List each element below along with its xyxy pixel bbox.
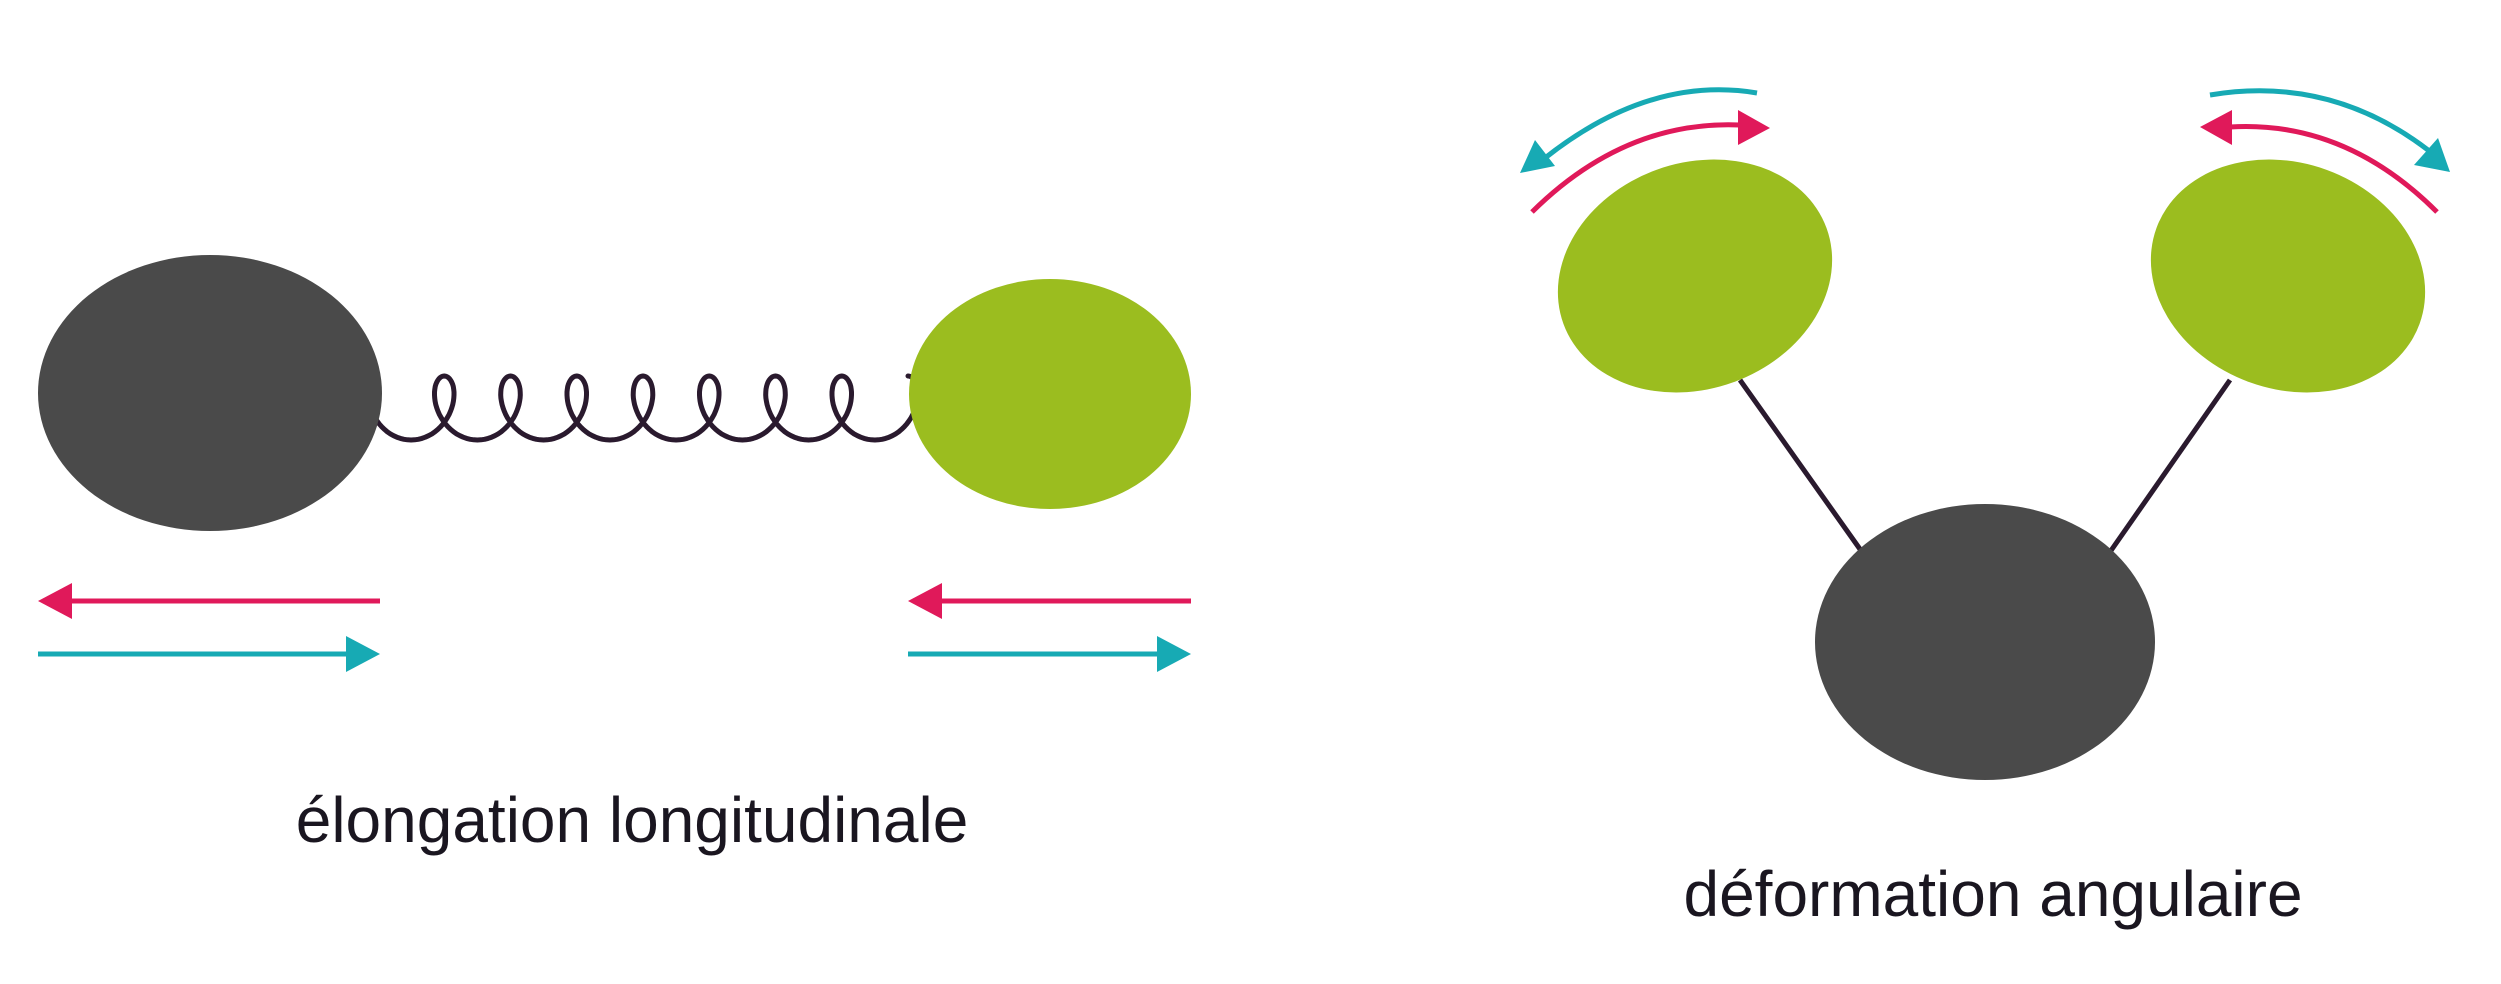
light-atom-right — [909, 279, 1191, 509]
heavy-atom-left — [38, 255, 382, 531]
arrow-left-magenta-2 — [908, 583, 1191, 619]
bond-right — [2107, 378, 2233, 554]
caption-stretching: élongation longitudinale — [295, 784, 969, 856]
light-atom-upper-right — [2150, 159, 2426, 393]
light-atom-upper-left — [1557, 159, 1833, 393]
caption-bending: déformation angulaire — [1683, 858, 2303, 930]
arrow-right-teal-2 — [908, 636, 1191, 672]
curved-arrow-teal-left — [1520, 87, 1758, 173]
bond-left — [1737, 378, 1865, 554]
arrow-right-teal — [38, 636, 380, 672]
heavy-atom-center — [1815, 504, 2155, 780]
arrow-left-magenta — [38, 583, 380, 619]
bending-panel — [1520, 87, 2450, 780]
curved-arrow-magenta-left — [1530, 110, 1770, 214]
spring-bond — [365, 373, 921, 443]
curved-arrow-magenta-right — [2200, 110, 2439, 214]
stretching-panel — [38, 255, 1191, 672]
curved-arrow-teal-right — [2209, 88, 2450, 172]
